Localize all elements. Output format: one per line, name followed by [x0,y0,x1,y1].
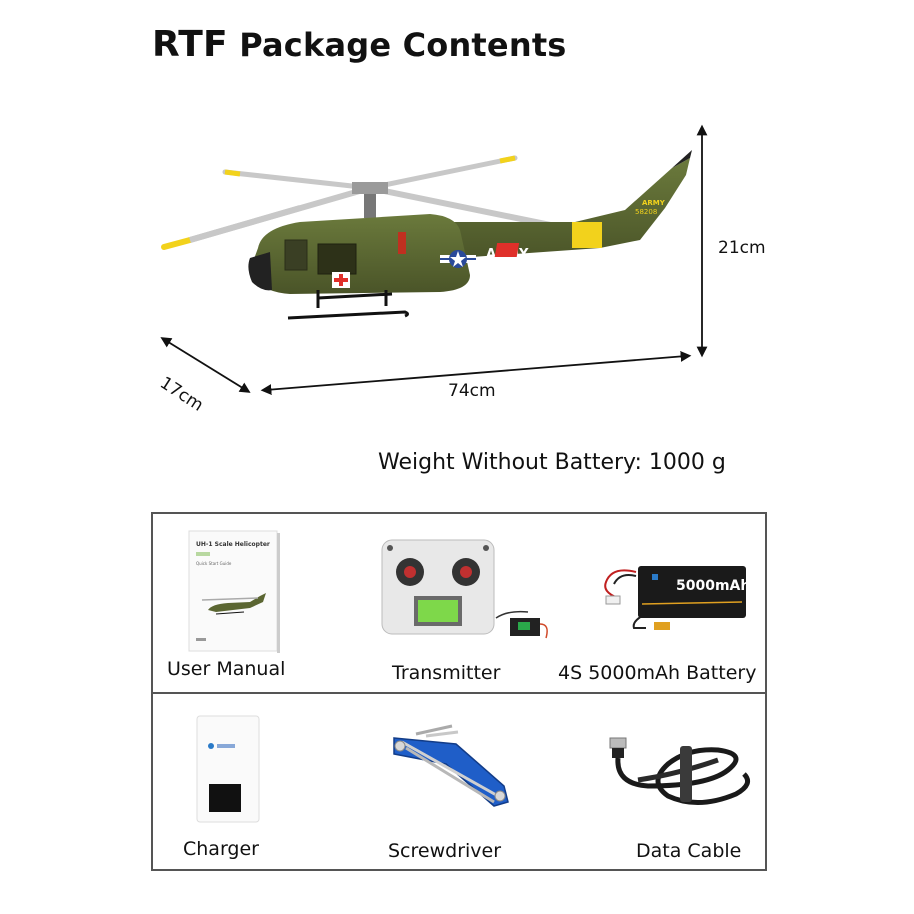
title-rest: Package Contents [239,26,567,64]
height-label: 21cm [718,238,766,258]
item-screwdriver: Screwdriver [358,694,558,869]
screwdriver-icon [393,724,509,807]
contents-row-1: UH-1 Scale Helicopter Quick Start Guide … [153,514,765,694]
item-user-manual: UH-1 Scale Helicopter Quick Start Guide … [153,514,358,692]
tail-boom [400,158,690,262]
package-contents-grid: UH-1 Scale Helicopter Quick Start Guide … [151,512,767,871]
item-data-cable: Data Cable [558,694,765,869]
label-data-cable: Data Cable [636,840,742,862]
landing-skids [287,290,409,320]
transmitter-icon [381,539,548,639]
title-rtf: RTF [152,24,228,65]
label-transmitter: Transmitter [392,662,501,684]
length-label: 74cm [448,381,496,401]
manual-heading: UH-1 Scale Helicopter [196,541,270,548]
label-screwdriver: Screwdriver [388,840,502,862]
tail-branch-text: ARMY [642,199,666,207]
label-charger: Charger [183,838,259,860]
label-user-manual: User Manual [167,658,286,680]
charger-icon [196,715,260,823]
item-battery: 5000mAh 4S 5000mAh Battery [558,514,765,692]
tail-serial-text: 58208 [635,208,657,216]
battery-capacity: 5000mAh [676,578,750,594]
length-arrow [260,351,692,395]
item-transmitter: Transmitter [358,514,558,692]
depth-arrow [160,337,251,393]
contents-row-2: Charger Screwdriver [153,694,765,869]
cable-icon [609,737,751,806]
manual-subtitle: Quick Start Guide [196,561,232,566]
label-battery: 4S 5000mAh Battery [558,662,757,684]
tail-stripe [572,222,602,248]
item-charger: Charger [153,694,358,869]
fuselage [250,214,470,294]
helicopter-illustration: ARMY 58208 ARMY [160,124,708,395]
manual-icon: UH-1 Scale Helicopter Quick Start Guide [188,530,280,653]
page-title: RTF Package Contents [152,24,567,65]
star-insignia [440,250,476,268]
battery-icon: 5000mAh [604,566,750,630]
weight-text: Weight Without Battery: 1000 g [378,450,726,475]
